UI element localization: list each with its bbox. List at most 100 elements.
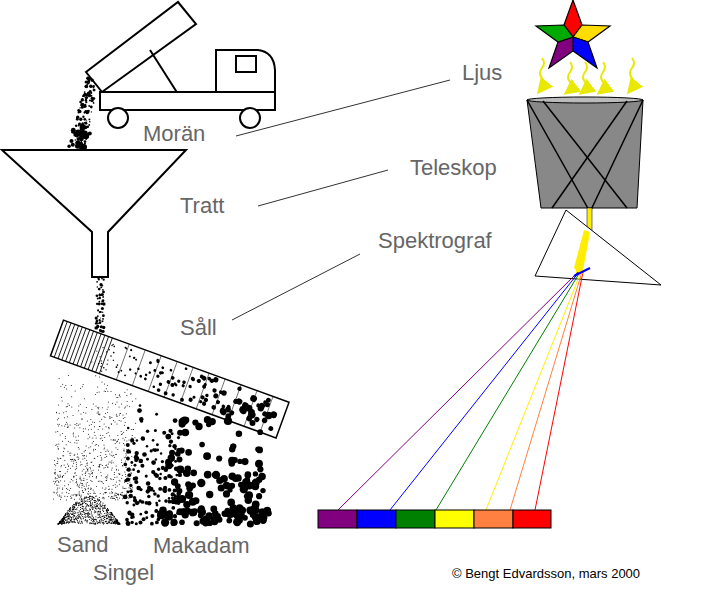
stone	[106, 509, 107, 510]
stone	[112, 498, 113, 499]
stone	[135, 522, 138, 525]
stone	[84, 510, 85, 511]
stone	[83, 492, 84, 493]
stone	[115, 522, 116, 523]
stone	[91, 505, 92, 506]
stone	[108, 402, 109, 403]
stone	[103, 518, 104, 519]
stone	[96, 506, 97, 507]
stone	[116, 493, 117, 494]
stone	[96, 508, 97, 509]
stone	[122, 494, 123, 495]
stone	[55, 469, 56, 470]
stone	[126, 455, 127, 456]
stone	[81, 504, 82, 505]
stone	[64, 517, 65, 518]
stone	[150, 514, 154, 518]
stone	[82, 490, 83, 491]
stone	[98, 522, 99, 523]
stone	[80, 514, 81, 515]
stone	[84, 122, 86, 124]
stone	[94, 422, 95, 423]
stone	[76, 423, 77, 424]
stone	[111, 452, 112, 453]
stone	[118, 523, 119, 524]
stone	[111, 424, 112, 425]
stone	[55, 481, 56, 482]
stone	[92, 438, 93, 439]
stone	[87, 421, 88, 422]
stone	[91, 514, 92, 515]
stone	[97, 506, 98, 507]
stone	[79, 502, 80, 503]
stone	[81, 414, 82, 415]
stone	[184, 367, 187, 370]
stone	[138, 459, 143, 464]
stone	[109, 516, 110, 517]
stone	[57, 431, 58, 432]
stone	[90, 517, 91, 518]
stone	[62, 518, 63, 519]
stone	[89, 85, 93, 89]
stone	[80, 518, 81, 519]
stone	[78, 503, 79, 504]
stone	[109, 461, 110, 462]
stone	[64, 460, 65, 461]
stone	[74, 476, 75, 477]
stone	[87, 513, 88, 514]
stone	[114, 495, 115, 496]
stone	[93, 523, 94, 524]
stone	[94, 523, 95, 524]
stone	[82, 514, 83, 515]
stone	[63, 523, 64, 524]
stone	[65, 515, 66, 516]
stone	[82, 506, 83, 507]
stone	[100, 452, 101, 453]
stone	[79, 484, 80, 485]
stone	[78, 517, 79, 518]
stone	[60, 434, 61, 435]
stone	[103, 523, 104, 524]
stone	[84, 516, 85, 517]
stone	[105, 369, 107, 371]
stone	[138, 520, 142, 524]
stone	[86, 125, 89, 128]
funnel	[2, 150, 186, 277]
stone	[91, 473, 92, 474]
stone	[119, 415, 120, 416]
stone	[116, 469, 117, 470]
stone	[104, 508, 105, 509]
stone	[86, 513, 87, 514]
stone	[74, 427, 75, 428]
stone	[94, 512, 95, 513]
stone	[66, 406, 67, 407]
stone	[79, 492, 80, 493]
stone	[102, 505, 103, 506]
stone	[257, 429, 263, 435]
stone	[245, 491, 253, 499]
stone	[65, 473, 66, 474]
stone	[104, 506, 105, 507]
stone	[77, 503, 78, 504]
stone	[103, 467, 104, 468]
stone	[94, 326, 97, 329]
stone	[84, 512, 85, 513]
stone	[81, 419, 82, 420]
stone	[116, 520, 117, 521]
stone	[105, 487, 106, 488]
stone	[97, 512, 98, 513]
stone	[73, 511, 74, 512]
stone	[98, 511, 99, 512]
stone	[78, 502, 79, 503]
stone	[137, 408, 142, 413]
stone	[102, 314, 105, 317]
stone	[102, 291, 105, 294]
stone	[88, 506, 89, 507]
stone	[104, 519, 105, 520]
stone	[106, 465, 107, 466]
stone	[104, 506, 105, 507]
stone	[63, 520, 64, 521]
stone	[103, 493, 104, 494]
stone	[74, 455, 75, 456]
stone	[82, 122, 84, 124]
